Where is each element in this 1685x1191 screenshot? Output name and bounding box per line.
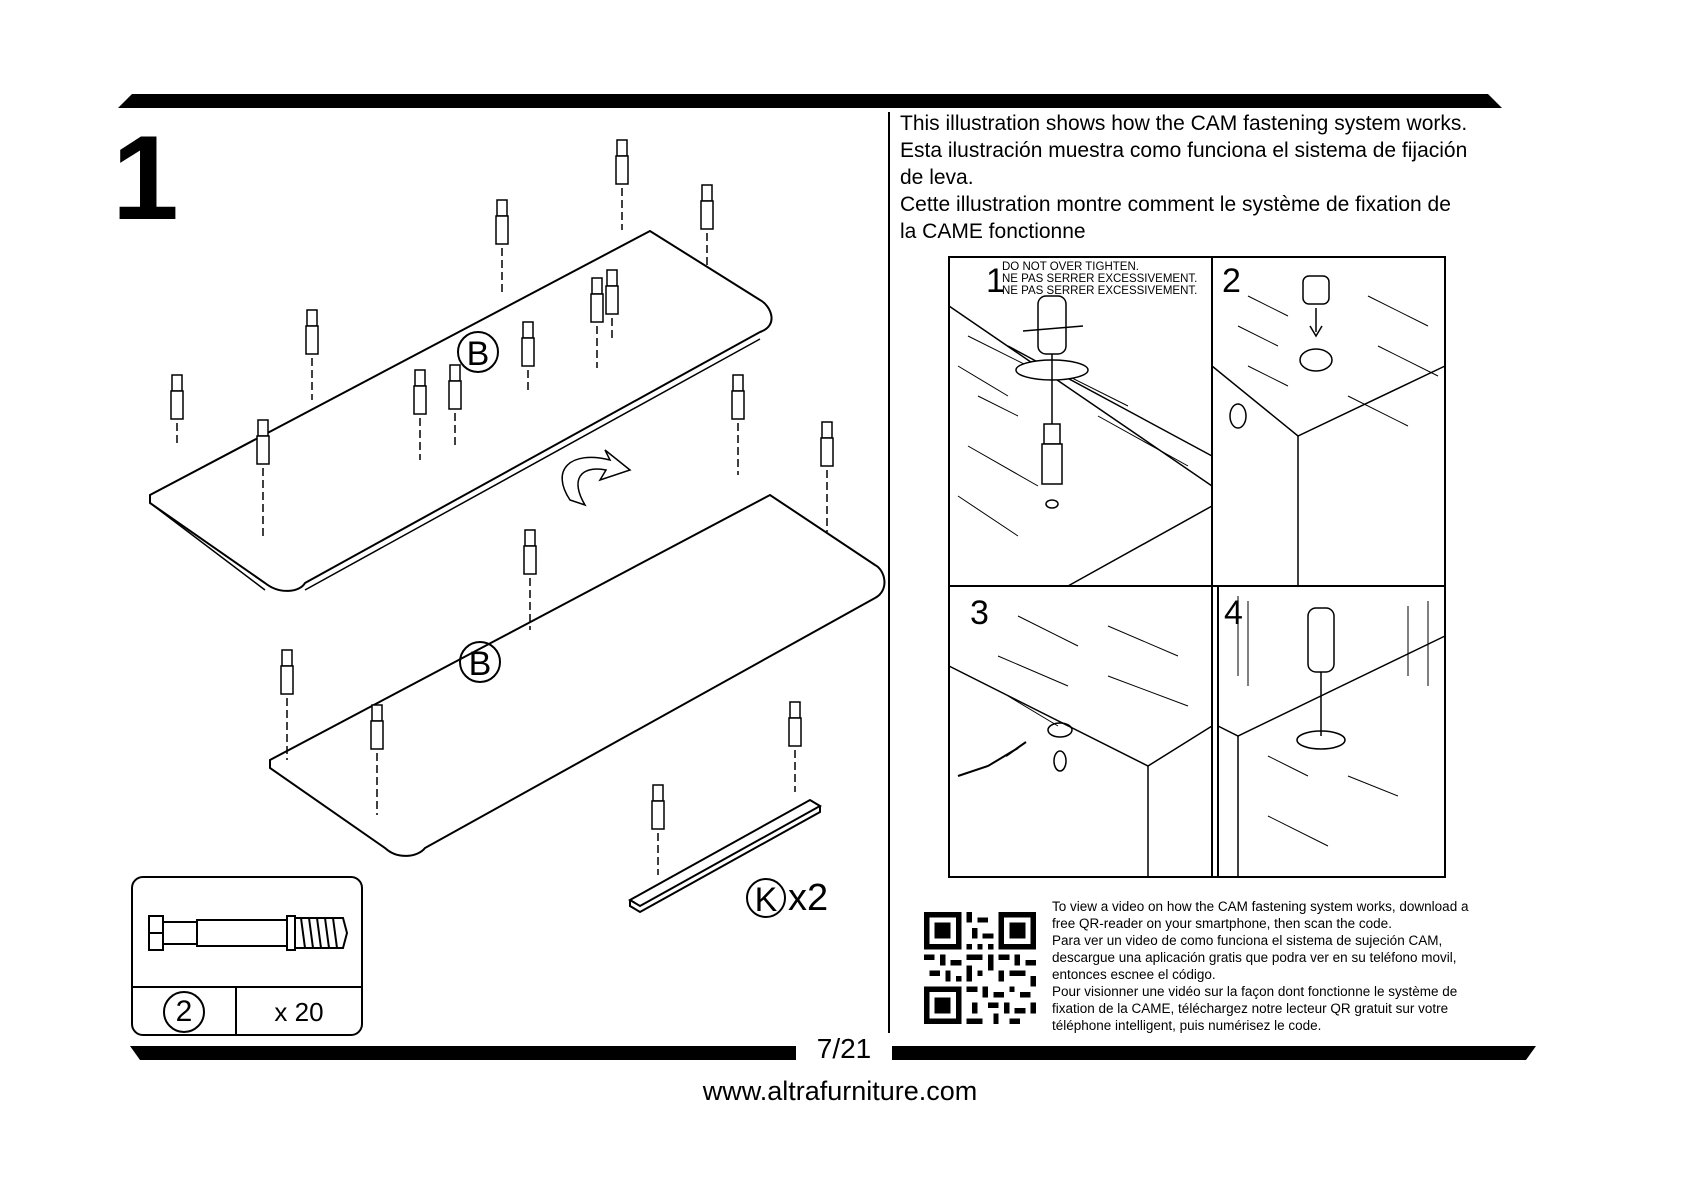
board-label-top: B bbox=[467, 335, 490, 373]
video-text-line: fixation de la CAME, téléchargez notre l… bbox=[1052, 1001, 1449, 1016]
video-text-line: To view a video on how the CAM fastening… bbox=[1052, 899, 1469, 914]
part-quantity: x 20 bbox=[274, 996, 324, 1027]
cam-panel-1-warning: NE PAS SERRER EXCESSIVEMENT. bbox=[1002, 273, 1197, 285]
part-id-cell: 2 bbox=[133, 988, 237, 1036]
page-number: 7/21 bbox=[796, 1033, 892, 1065]
cam-panel-3 bbox=[948, 615, 1213, 877]
cam-panel-2-label: 2 bbox=[1222, 262, 1241, 300]
cam-panel-1 bbox=[948, 295, 1213, 587]
cam-panel-4-label: 4 bbox=[1224, 594, 1243, 632]
assembly-illustration: B B K x2 bbox=[149, 139, 886, 919]
rail-label: K bbox=[755, 881, 778, 919]
instruction-line: la CAME fonctionne bbox=[900, 220, 1086, 243]
column-divider bbox=[888, 112, 890, 1038]
instruction-line: This illustration shows how the CAM fast… bbox=[900, 112, 1468, 135]
board-label-bottom: B bbox=[469, 645, 492, 683]
video-text-line: téléphone intelligent, puis numérisez le… bbox=[1052, 1018, 1322, 1033]
video-text-line: Para ver un video de como funciona el si… bbox=[1052, 933, 1443, 948]
cam-panel-1-warning: NE PAS SERRER EXCESSIVEMENT. bbox=[1002, 285, 1197, 297]
rail-quantity: x2 bbox=[788, 877, 828, 919]
video-text-line: descargue una aplicación gratis que podr… bbox=[1052, 950, 1457, 965]
video-text-line: entonces escnee el código. bbox=[1052, 967, 1216, 982]
parts-row: 2 x 20 bbox=[133, 986, 361, 1036]
part-id: 2 bbox=[163, 991, 205, 1033]
rail bbox=[628, 798, 822, 914]
video-instructions: To view a video on how the CAM fastening… bbox=[1052, 898, 1522, 1034]
cam-panel-1-warning: DO NOT OVER TIGHTEN. bbox=[1002, 261, 1139, 273]
instruction-line: de leva. bbox=[900, 166, 974, 189]
flip-arrow-icon bbox=[561, 449, 632, 507]
website-link[interactable]: www.altrafurniture.com bbox=[702, 1076, 978, 1106]
video-text-line: free QR-reader on your smartphone, then … bbox=[1052, 916, 1392, 931]
video-text-line: Pour visionner une vidéo sur la façon do… bbox=[1052, 984, 1458, 999]
instructions-text: This illustration shows how the CAM fast… bbox=[900, 110, 1510, 245]
top-board bbox=[149, 229, 773, 592]
cam-bolt-illustration bbox=[148, 915, 349, 951]
top-rule bbox=[118, 94, 1502, 108]
instruction-line: Cette illustration montre comment le sys… bbox=[900, 193, 1451, 216]
cam-panel-3-label: 3 bbox=[970, 594, 989, 632]
bottom-board bbox=[269, 493, 886, 857]
cam-panel-1-label: 1 bbox=[986, 262, 1005, 300]
cam-diagram: 1 DO NOT OVER TIGHTEN. NE PAS SERRER EXC… bbox=[948, 256, 1446, 878]
qr-code-icon[interactable] bbox=[924, 912, 1036, 1024]
parts-box: 2 x 20 bbox=[131, 876, 363, 1036]
cam-panel-2 bbox=[1211, 275, 1446, 586]
instruction-line: Esta ilustración muestra como funciona e… bbox=[900, 139, 1468, 162]
step-number: 1 bbox=[112, 111, 179, 245]
cam-panel-4 bbox=[1217, 596, 1446, 877]
